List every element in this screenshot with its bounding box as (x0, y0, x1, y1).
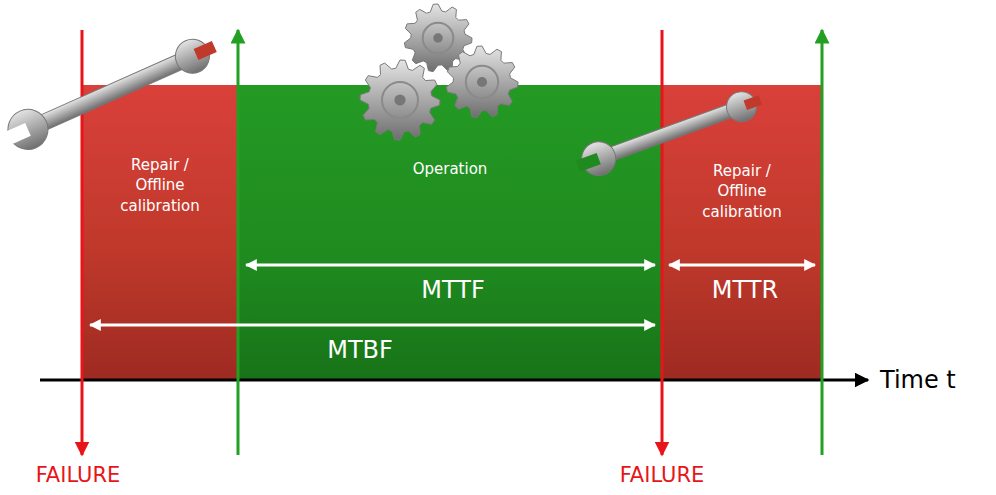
band-label: Repair / Offline calibration (105, 155, 215, 216)
mttr-label: MTTR (712, 276, 778, 304)
repair-band: Repair / Offline calibration (662, 85, 822, 380)
band-label: Repair / Offline calibration (687, 161, 797, 222)
axis-label: Time t (880, 366, 956, 394)
band-label: Operation (350, 159, 550, 179)
operation-band: Operation (238, 85, 662, 380)
mttf-label: MTTF (421, 276, 484, 304)
failure-label: FAILURE (36, 463, 121, 487)
failure-label: FAILURE (620, 463, 705, 487)
mtbf-label: MTBF (327, 336, 393, 364)
repair-band: Repair / Offline calibration (82, 85, 238, 380)
gear (404, 4, 472, 72)
